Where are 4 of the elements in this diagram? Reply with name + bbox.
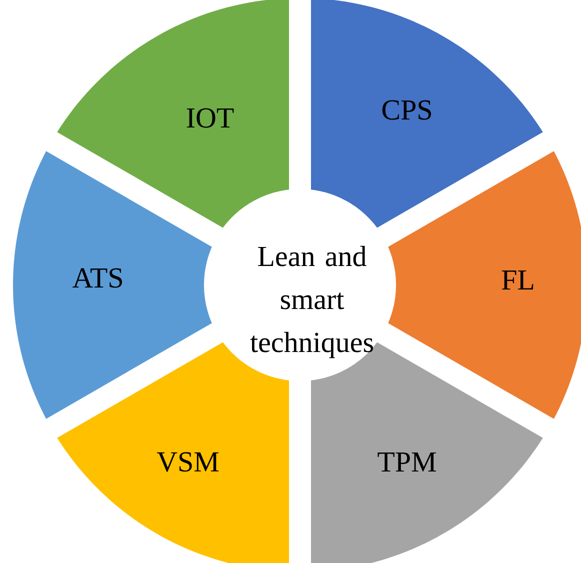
ring-segment: FL	[388, 151, 581, 419]
ring-segment: ATS	[13, 151, 212, 419]
ring-segment: CPS	[311, 0, 543, 228]
ring-segment: IOT	[57, 0, 289, 228]
